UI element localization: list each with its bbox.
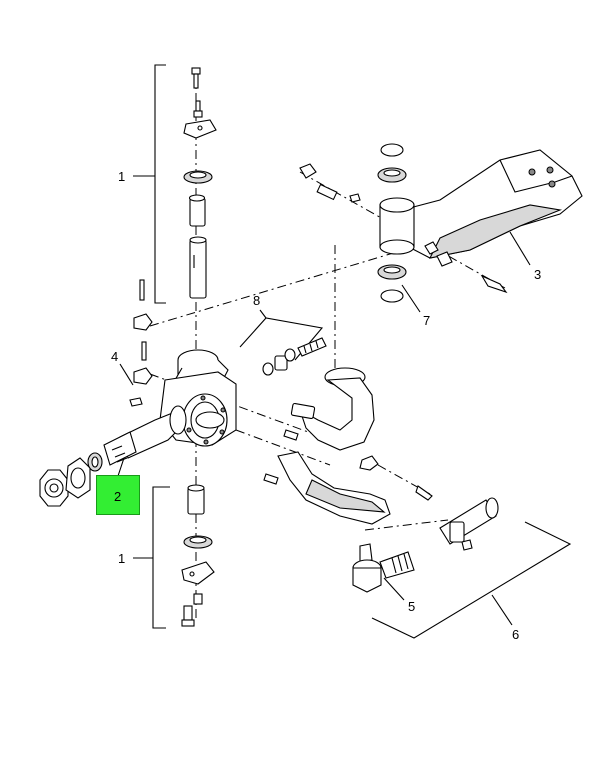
knuckle-stop-bolts: [129, 279, 153, 407]
tie-rod-end: [352, 497, 499, 593]
callout-1-lower: 1: [118, 551, 126, 566]
spindle-nut-washer-set: [39, 452, 103, 507]
callout-3: 3: [534, 267, 542, 282]
tie-rod-assembly-bracket: [371, 521, 572, 639]
callout-1-upper: 1: [118, 169, 126, 184]
leader-3: [509, 231, 531, 266]
leader-4: [119, 363, 134, 386]
callout-5: 5: [408, 599, 416, 614]
lower-kingpin-kit-bracket: [133, 486, 170, 629]
steering-arm: [283, 367, 375, 451]
leader-7: [401, 284, 421, 313]
lower-kingpin-kit-parts: [181, 400, 215, 627]
upper-kingpin-kit-bracket: [133, 64, 166, 304]
callout-4: 4: [111, 349, 119, 364]
upper-kingpin-kit-parts: [183, 67, 217, 360]
leader-2: [117, 457, 125, 477]
leader-5: [383, 577, 405, 601]
callout-6: 6: [512, 627, 520, 642]
pitman-arm: [235, 429, 433, 525]
steering-knuckle: [103, 244, 421, 466]
callout-7: 7: [423, 313, 431, 328]
callout-8: 8: [253, 293, 261, 308]
callout-2: 2: [114, 489, 122, 504]
callout-2-highlight[interactable]: 2: [96, 475, 140, 515]
front-axle-beam: [299, 143, 583, 370]
tie-rod-arm-hardware: [262, 337, 327, 376]
